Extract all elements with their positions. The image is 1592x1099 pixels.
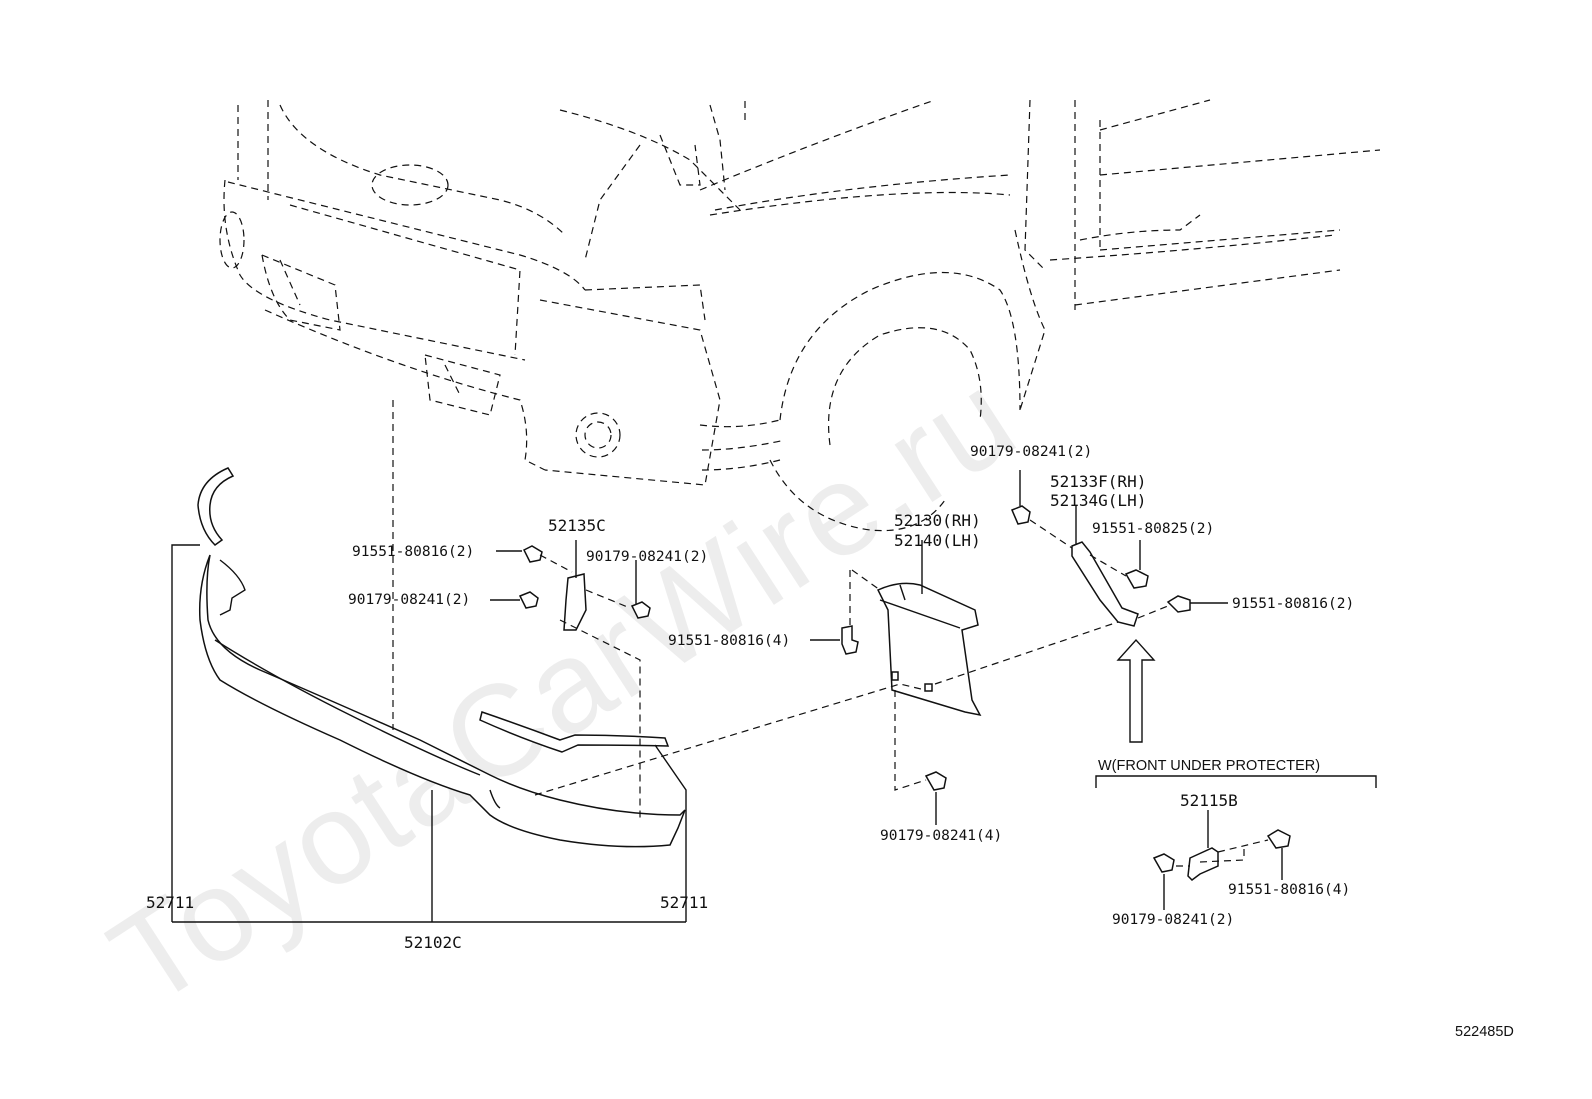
label-90179-08241-2-bottom: 90179-08241(2) <box>1112 912 1234 928</box>
nut-90179-08241-mid <box>630 601 651 619</box>
label-52115B: 52115B <box>1180 791 1238 810</box>
label-52711-left: 52711 <box>146 893 194 912</box>
label-w-front-under-protecter: W(FRONT UNDER PROTECTER) <box>1098 758 1320 774</box>
bracket-52133F-52134G <box>934 470 1228 685</box>
bracket-52130-52140 <box>534 540 982 825</box>
bolt-91551-80825 <box>1124 569 1149 589</box>
label-90179-08241-4: 90179-08241(4) <box>880 828 1002 844</box>
label-52133F-rh: 52133F(RH) <box>1050 472 1146 491</box>
label-91551-80816-2-left: 91551-80816(2) <box>352 544 474 560</box>
nut-90179-08241-lower <box>924 771 947 791</box>
bolt-91551-80816-right <box>1166 595 1191 613</box>
bolt-91551-80816-left <box>522 545 543 563</box>
label-91551-80816-4-mid: 91551-80816(4) <box>668 633 790 649</box>
leader-lines-bottom <box>171 544 687 923</box>
label-90179-08241-2-mid: 90179-08241(2) <box>586 549 708 565</box>
label-52140-lh: 52140(LH) <box>894 531 981 550</box>
bolt-91551-80816-mid <box>841 625 859 655</box>
spoiler-assembly <box>197 467 686 848</box>
label-91551-80816-4-right: 91551-80816(4) <box>1228 882 1350 898</box>
label-52102C: 52102C <box>404 933 462 952</box>
label-90179-08241-2-top: 90179-08241(2) <box>970 444 1092 460</box>
nut-90179-08241-detail <box>1152 853 1175 873</box>
label-91551-80825-2: 91551-80825(2) <box>1092 521 1214 537</box>
label-91551-80816-2-right: 91551-80816(2) <box>1232 596 1354 612</box>
label-90179-08241-2-left: 90179-08241(2) <box>348 592 470 608</box>
label-52134G-lh: 52134G(LH) <box>1050 491 1146 510</box>
nut-90179-08241-left <box>518 591 539 609</box>
part-52711-right-shape <box>479 711 670 753</box>
label-52130-rh: 52130(RH) <box>894 511 981 530</box>
arrow-up-icon <box>1116 638 1156 743</box>
part-52711-left-shape <box>197 467 235 546</box>
bolt-91551-80816-detail <box>1266 829 1291 849</box>
label-52711-right: 52711 <box>660 893 708 912</box>
bracket-52135C <box>490 540 651 820</box>
diagram-code: 522485D <box>1455 1024 1514 1040</box>
vehicle-outline <box>219 99 1381 532</box>
label-52135C: 52135C <box>548 516 606 535</box>
detail-w <box>1095 775 1377 910</box>
nut-90179-08241-top <box>1011 505 1031 525</box>
